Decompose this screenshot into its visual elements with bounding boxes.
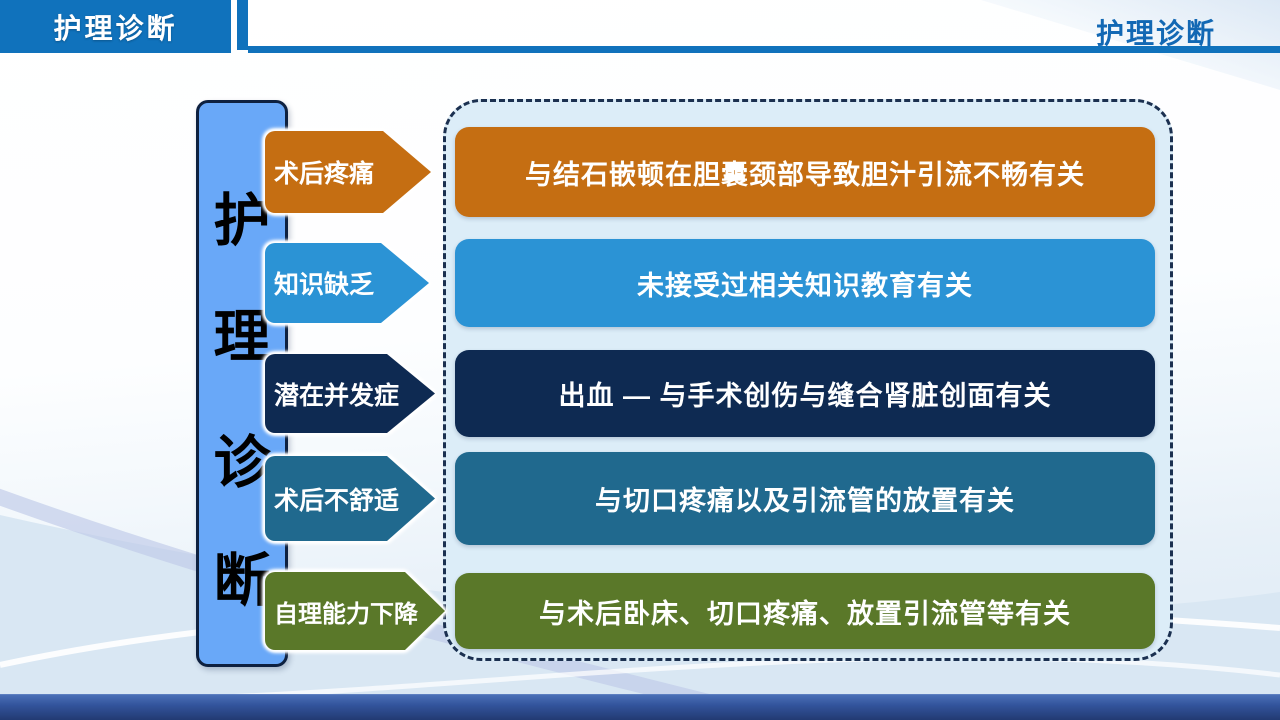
diagnosis-arrow-postop-discomfort: 术后不舒适: [265, 456, 435, 541]
header-accent-tick: [237, 0, 248, 50]
header-right-title: 护理诊断: [1095, 18, 1216, 49]
vertical-title-char: 护: [213, 189, 271, 253]
diagnosis-arrow-knowledge-deficit: 知识缺乏: [265, 243, 429, 323]
diagnosis-bar-postop-pain: 与结石嵌顿在胆囊颈部导致胆汁引流不畅有关: [455, 127, 1155, 217]
arrow-label: 知识缺乏: [265, 243, 429, 323]
diagnosis-bar-selfcare-decline: 与术后卧床、切口疼痛、放置引流管等有关: [455, 573, 1155, 649]
vertical-title-char: 理: [213, 305, 271, 369]
arrow-label: 自理能力下降: [265, 572, 445, 650]
arrow-label: 潜在并发症: [265, 354, 435, 433]
arrow-label: 术后疼痛: [265, 131, 431, 213]
diagnosis-arrow-potential-complication: 潜在并发症: [265, 354, 435, 433]
diagnosis-bar-postop-discomfort: 与切口疼痛以及引流管的放置有关: [455, 452, 1155, 545]
header-left-title: 护理诊断: [53, 12, 178, 44]
header-underline: [248, 46, 1280, 53]
diagnosis-arrow-postop-pain: 术后疼痛: [265, 131, 431, 213]
header-title-block: 护理诊断: [0, 0, 231, 53]
footer-bar: [0, 694, 1280, 720]
diagnosis-arrow-selfcare-decline: 自理能力下降: [265, 572, 445, 650]
vertical-title-char: 断: [213, 549, 271, 613]
vertical-title-char: 诊: [213, 431, 271, 495]
diagnosis-bar-knowledge-deficit: 未接受过相关知识教育有关: [455, 239, 1155, 327]
arrow-label: 术后不舒适: [265, 456, 435, 541]
diagnosis-bar-potential-complication: 出血 — 与手术创伤与缝合肾脏创面有关: [455, 350, 1155, 437]
